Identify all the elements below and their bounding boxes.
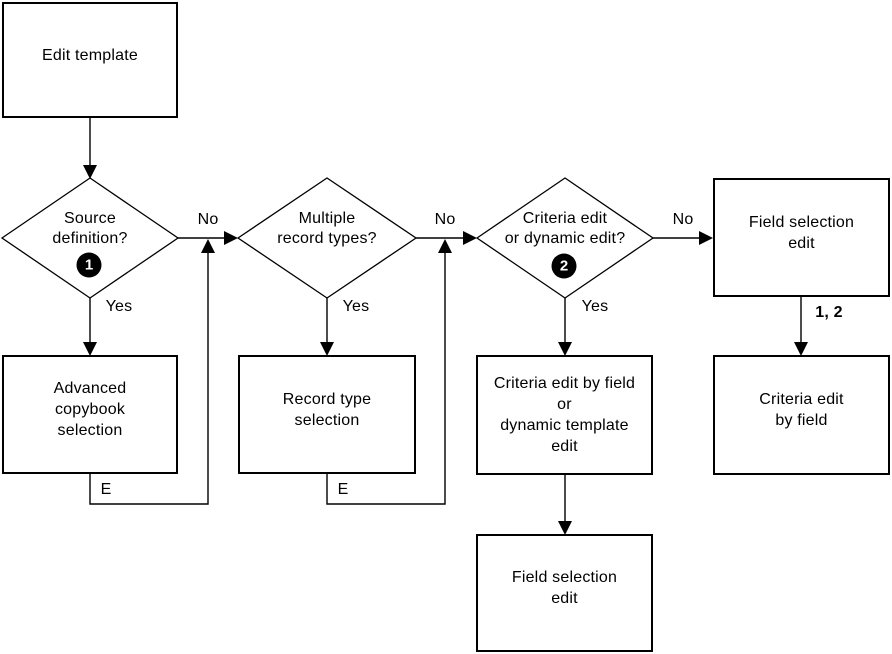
arrowhead-right-3: [699, 231, 713, 245]
edge-label-yes-1: Yes: [105, 298, 133, 315]
criteria-edit-by-field-or-dynamic-box: Criteria edit by field or dynamic templa…: [476, 355, 653, 475]
arrowhead-down-yes-3: [558, 342, 572, 356]
edit-template-box: Edit template: [2, 2, 178, 118]
edge-label-exit-2: E: [337, 481, 349, 498]
edge-label-no-3: No: [672, 211, 694, 228]
edge-label-yes-2: Yes: [342, 298, 370, 315]
arrowhead-right-2: [463, 231, 477, 245]
record-type-selection-box: Record type selection: [238, 355, 416, 474]
arrowhead-up-loop-1: [201, 239, 215, 253]
edge-exit-loop-2: [326, 246, 446, 505]
edge-label-no-1: No: [197, 211, 219, 228]
arrowheads: [83, 165, 808, 535]
arrowhead-down-yes-2: [320, 342, 334, 356]
arrowhead-down-1: [83, 165, 97, 179]
edge-label-yes-3: Yes: [581, 298, 609, 315]
field-selection-edit-right-box: Field selection edit: [713, 178, 890, 297]
footnote-2-badge: 2: [551, 253, 577, 279]
multiple-record-types-diamond-shape: [236, 177, 418, 299]
criteria-edit-by-field-box: Criteria edit by field: [713, 355, 890, 475]
arrowhead-down-field-selection: [558, 521, 572, 535]
field-selection-edit-bottom-box: Field selection edit: [476, 534, 653, 652]
edge-label-no-2: No: [434, 211, 456, 228]
multiple-record-types-diamond-label: Multiple record types?: [277, 210, 377, 247]
footnote-1-badge: 1: [76, 252, 102, 278]
arrowhead-down-one-two: [794, 342, 808, 356]
edge-exit-loop-1: [89, 246, 209, 505]
criteria-or-dynamic-diamond-shape: [475, 177, 655, 299]
edge-label-one-two: 1, 2: [815, 304, 843, 321]
source-definition-diamond-shape: [0, 177, 180, 299]
edge-label-exit-1: E: [100, 481, 112, 498]
criteria-or-dynamic-diamond-label: Criteria edit or dynamic edit?: [504, 210, 626, 247]
arrowhead-right-1: [224, 231, 238, 245]
advanced-copybook-selection-box: Advanced copybook selection: [2, 355, 178, 474]
source-definition-diamond-label: Source definition?: [52, 210, 128, 247]
arrowhead-down-yes-1: [83, 342, 97, 356]
arrowhead-up-loop-2: [438, 239, 452, 253]
